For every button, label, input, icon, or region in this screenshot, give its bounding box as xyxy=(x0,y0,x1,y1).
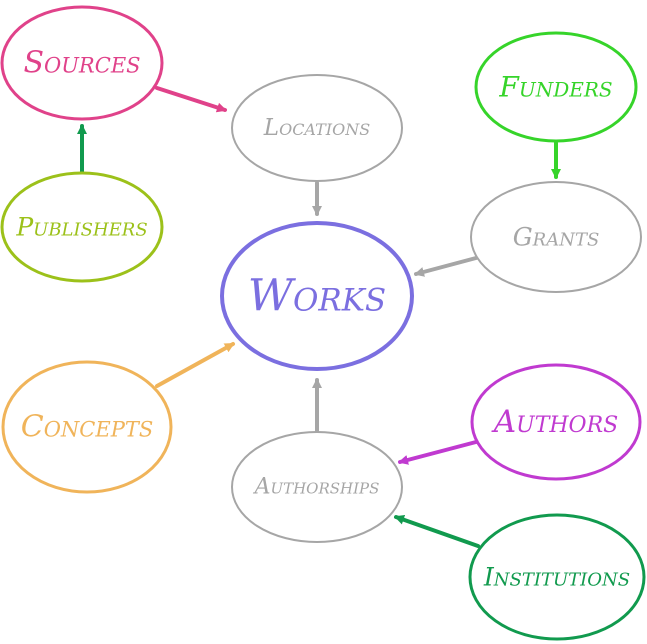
node-sources-label: Sources xyxy=(23,46,140,81)
node-concepts-shape xyxy=(1,360,173,494)
node-concepts-label: Concepts xyxy=(21,410,153,445)
node-authors-shape xyxy=(470,363,642,481)
node-sources-shape xyxy=(0,5,164,121)
node-publishers-label: Publishers xyxy=(15,213,147,242)
node-authors-label: Authors xyxy=(491,404,618,440)
edges xyxy=(77,86,561,548)
node-works[interactable]: Works xyxy=(220,221,414,371)
node-authorships-label: Authorships xyxy=(253,475,380,500)
node-publishers-shape xyxy=(0,171,164,283)
node-grants-shape xyxy=(470,181,642,293)
node-concepts[interactable]: Concepts xyxy=(1,360,173,494)
node-authorships[interactable]: Authorships xyxy=(231,431,403,543)
node-institutions-label: Institutions xyxy=(483,563,630,592)
edge-institutions-to-authorships xyxy=(394,514,480,548)
node-funders[interactable]: Funders xyxy=(474,31,638,143)
edge-grants-to-works xyxy=(414,256,478,277)
edge-concepts-to-works xyxy=(155,342,235,388)
edge-sources-to-locations xyxy=(155,86,227,113)
node-grants-label: Grants xyxy=(513,223,600,252)
node-authors[interactable]: Authors xyxy=(470,363,642,481)
node-funders-shape xyxy=(474,31,638,143)
node-sources[interactable]: Sources xyxy=(0,5,164,121)
node-works-shape xyxy=(220,221,414,371)
node-locations-shape xyxy=(231,74,403,182)
node-locations[interactable]: Locations xyxy=(231,74,403,182)
node-publishers[interactable]: Publishers xyxy=(0,171,164,283)
node-works-label: Works xyxy=(248,271,386,322)
edge-authors-to-authorships xyxy=(398,440,478,465)
node-authorships-shape xyxy=(231,431,403,543)
node-funders-label: Funders xyxy=(498,71,612,104)
node-locations-label: Locations xyxy=(263,115,370,141)
node-institutions[interactable]: Institutions xyxy=(468,513,646,641)
node-institutions-shape xyxy=(468,513,646,641)
node-grants[interactable]: Grants xyxy=(470,181,642,293)
